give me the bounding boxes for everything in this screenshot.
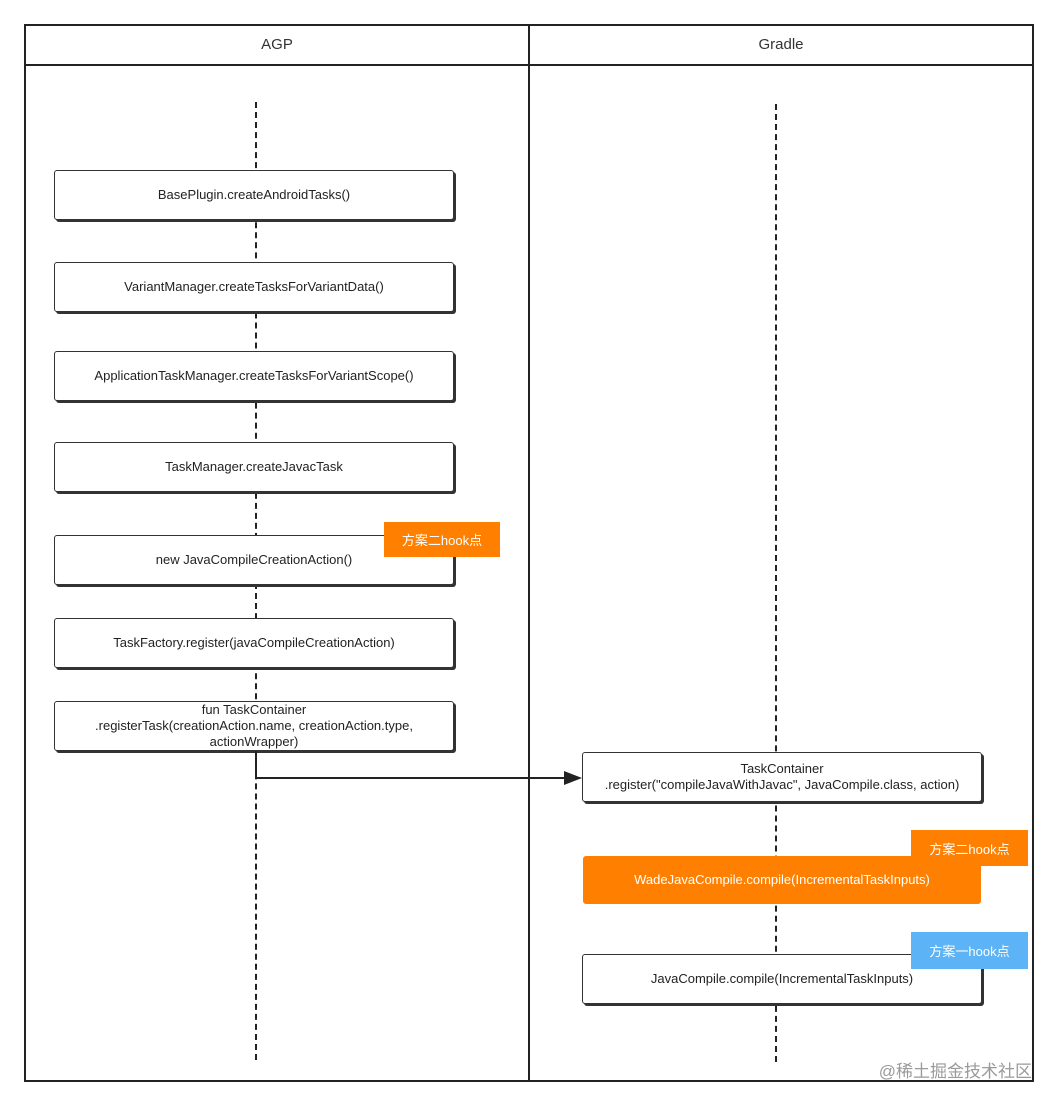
watermark: @稀土掘金技术社区 (878, 1062, 1032, 1081)
step-task-factory-register: TaskFactory.register(javaCompileCreation… (54, 618, 454, 668)
step-task-manager: TaskManager.createJavacTask (54, 442, 454, 492)
step-register-task: fun TaskContainer .registerTask(creation… (54, 701, 454, 751)
gradle-lifeline (775, 104, 777, 1062)
step-wade-java-compile: WadeJavaCompile.compile(IncrementalTaskI… (583, 856, 981, 904)
hook-tag-scheme-one-gradle: 方案一hook点 (911, 932, 1028, 969)
lane-title-agp: AGP (261, 36, 293, 53)
lane-divider (528, 24, 530, 1082)
step-variant-manager: VariantManager.createTasksForVariantData… (54, 262, 454, 312)
hook-tag-scheme-two-agp: 方案二hook点 (384, 522, 500, 557)
step-application-task-manager: ApplicationTaskManager.createTasksForVar… (54, 351, 454, 401)
step-gradle-task-container-register: TaskContainer .register("compileJavaWith… (582, 752, 982, 802)
step-base-plugin: BasePlugin.createAndroidTasks() (54, 170, 454, 220)
hook-tag-scheme-two-gradle: 方案二hook点 (911, 830, 1028, 866)
lane-title-gradle: Gradle (758, 36, 804, 53)
